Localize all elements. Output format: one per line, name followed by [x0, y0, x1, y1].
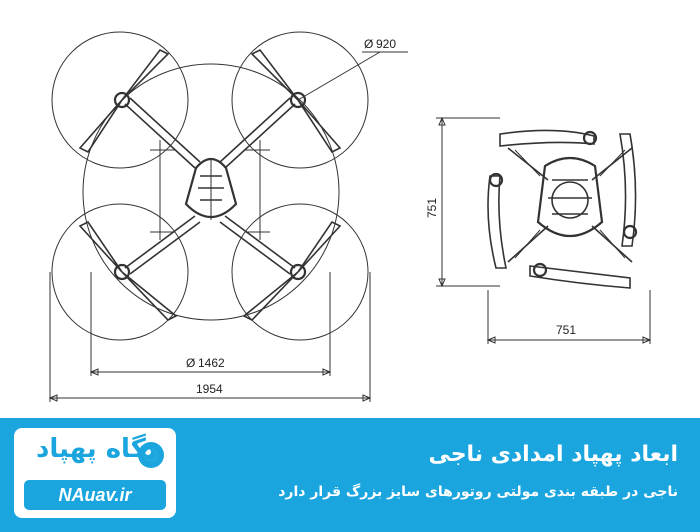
wheelbase-circle [82, 63, 340, 321]
banner-subtitle: ناجی در طبقه بندی مولتی روتورهای سایز بز… [278, 484, 678, 500]
drone-arms [124, 97, 296, 275]
rotor-circle-bottom-left [51, 203, 189, 341]
logo-url: NAuav.ir [24, 480, 166, 510]
wheelbase-label: 1462 [198, 356, 225, 370]
site-logo[interactable]: نگاه پهپاد NAuav.ir [14, 428, 176, 518]
rotor-circle-top-right [231, 31, 369, 169]
folded-prop-top [499, 129, 595, 147]
rotor-diameter-symbol: Ø [364, 37, 373, 51]
banner-title: ابعاد پهپاد امدادی ناجی [428, 442, 678, 467]
overall-width-label: 1954 [196, 382, 223, 396]
unfolded-top-view: Ø 920 Ø 1462 1954 [48, 31, 408, 402]
drone-dimension-drawing: Ø 920 Ø 1462 1954 [48, 31, 652, 402]
folded-top-view: 751 751 [425, 116, 652, 344]
motors [113, 91, 307, 281]
folded-prop-bottom [529, 265, 631, 289]
folded-prop-right [619, 133, 637, 247]
propeller-blades [78, 48, 342, 321]
folded-prop-left [487, 175, 507, 269]
banner-text-block: ابعاد پهپاد امدادی ناجی ناجی در طبقه بند… [218, 418, 678, 532]
rotor-circle-bottom-right [231, 203, 369, 341]
rotor-circle-top-left [51, 31, 189, 169]
folded-width-label: 751 [556, 323, 576, 337]
drone-body [184, 157, 238, 220]
wheelbase-symbol: Ø [186, 356, 195, 370]
rotor-diameter-label: 920 [376, 37, 396, 51]
logo-name: نگاه پهپاد [36, 434, 156, 464]
eye-icon [138, 442, 164, 468]
folded-height-label: 751 [425, 198, 439, 218]
